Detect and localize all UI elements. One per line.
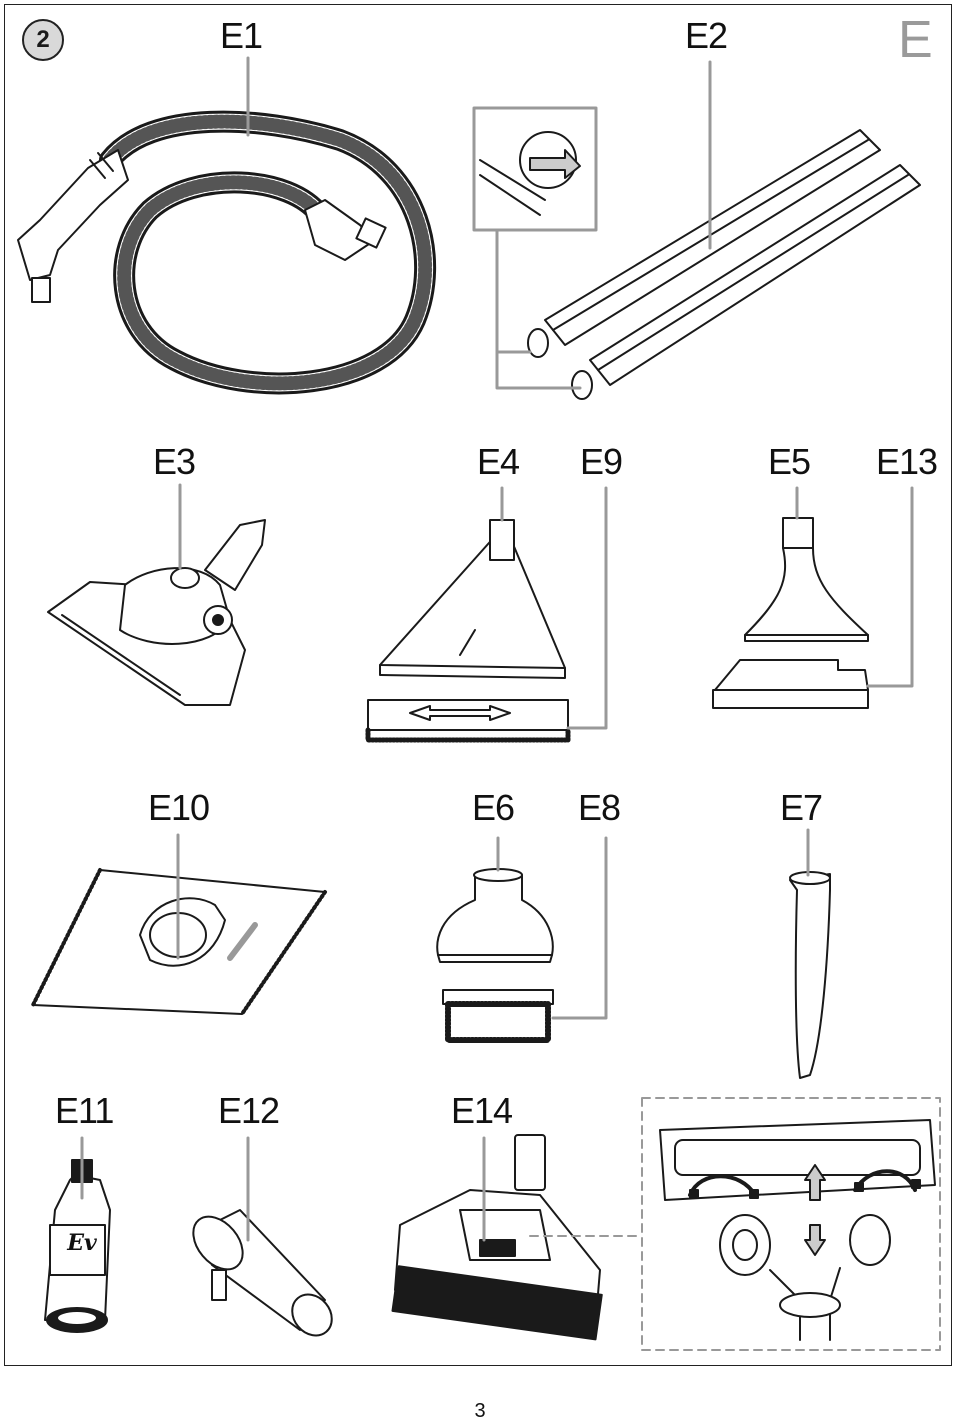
leader-line-e9: [566, 486, 608, 730]
label-e1: E1: [220, 15, 263, 56]
turbo-brush-illustration: [391, 1134, 603, 1341]
floor-nozzle-illustration: [47, 519, 266, 706]
label-e10: E10: [148, 787, 210, 828]
label-e9: E9: [580, 441, 623, 482]
tubes-illustration: [472, 106, 921, 400]
dusting-brush-illustration: [436, 868, 554, 1043]
hose-illustration: [17, 110, 437, 395]
page-frame: [4, 4, 952, 1366]
leader-line-e13: [866, 486, 914, 688]
page-number: 3: [474, 1400, 486, 1422]
label-e13: E13: [876, 441, 938, 482]
label-e11: E11: [55, 1090, 114, 1131]
label-e7: E7: [780, 787, 823, 828]
crevice-tool-illustration: [789, 871, 831, 1079]
label-e4: E4: [477, 441, 520, 482]
label-e5: E5: [768, 441, 811, 482]
label-e6: E6: [472, 787, 515, 828]
section-letter: E: [898, 11, 933, 69]
label-e2: E2: [685, 15, 728, 56]
label-e14: E14: [451, 1090, 513, 1131]
label-e8: E8: [578, 787, 621, 828]
upholstery-nozzle-illustration: [712, 517, 869, 709]
detail-box: [641, 1097, 941, 1351]
figure-number-badge: 2: [22, 19, 64, 61]
triangle-nozzle-illustration: [365, 519, 571, 743]
adapter-illustration: [192, 1209, 333, 1337]
bottle-label-text: Ev: [67, 1230, 97, 1256]
label-e12: E12: [218, 1090, 280, 1131]
leader-line-e8: [551, 836, 608, 1020]
turbo-brush-detail-illustration: [659, 1119, 936, 1341]
lubricant-bottle-illustration: [44, 1159, 111, 1333]
label-e3: E3: [153, 441, 196, 482]
